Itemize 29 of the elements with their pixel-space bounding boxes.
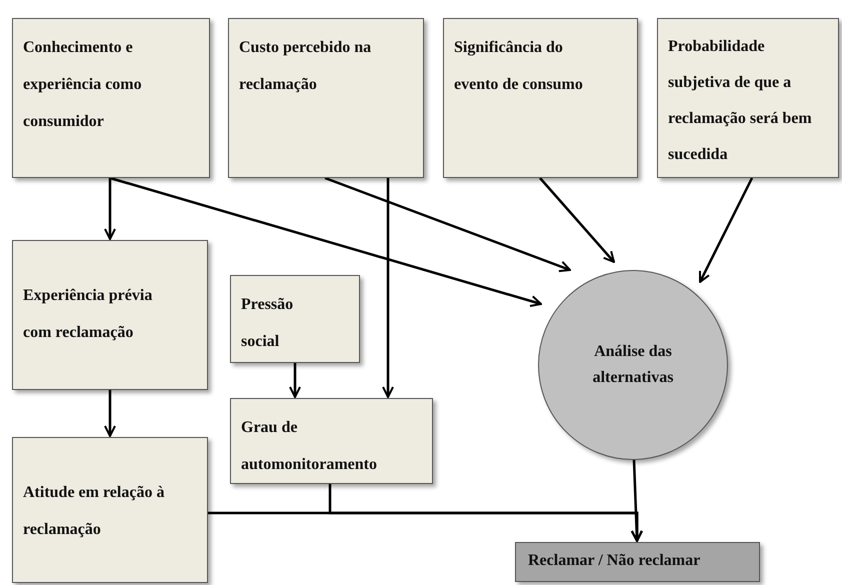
arrow	[104, 390, 116, 437]
node-label: Experiência prévia com reclamação	[23, 287, 152, 341]
node-label: Análise das alternativas	[592, 342, 674, 388]
node-label: Grau de automonitoramento	[241, 419, 377, 473]
factor-box	[12, 18, 210, 178]
node-label: Probabilidade subjetiva de que a reclamação será bem sucedida	[668, 38, 812, 163]
outcome-box	[515, 542, 760, 582]
arrow	[539, 177, 615, 263]
arrow	[110, 176, 542, 307]
node-label: Atitude em relação à reclamação	[23, 484, 164, 538]
node-label: Conhecimento e experiência como consumidor	[23, 39, 142, 130]
factor-box	[657, 18, 839, 178]
arrow	[630, 460, 643, 542]
arrow	[289, 363, 301, 398]
arrow	[698, 177, 754, 283]
arrow	[324, 176, 571, 272]
arrow	[104, 178, 116, 240]
factor-box	[230, 398, 433, 484]
node-label: Reclamar / Não reclamar	[528, 552, 700, 569]
factor-box	[228, 18, 424, 178]
node-label: Significância do evento de consumo	[454, 39, 583, 93]
factor-box	[12, 437, 208, 583]
node-label: Pressão social	[241, 296, 294, 350]
arrow	[382, 178, 394, 398]
factor-box	[230, 275, 360, 363]
node-label: Custo percebido na reclamação	[239, 39, 372, 93]
factor-box	[443, 18, 638, 178]
arrow	[328, 484, 643, 542]
factor-box	[12, 240, 208, 390]
